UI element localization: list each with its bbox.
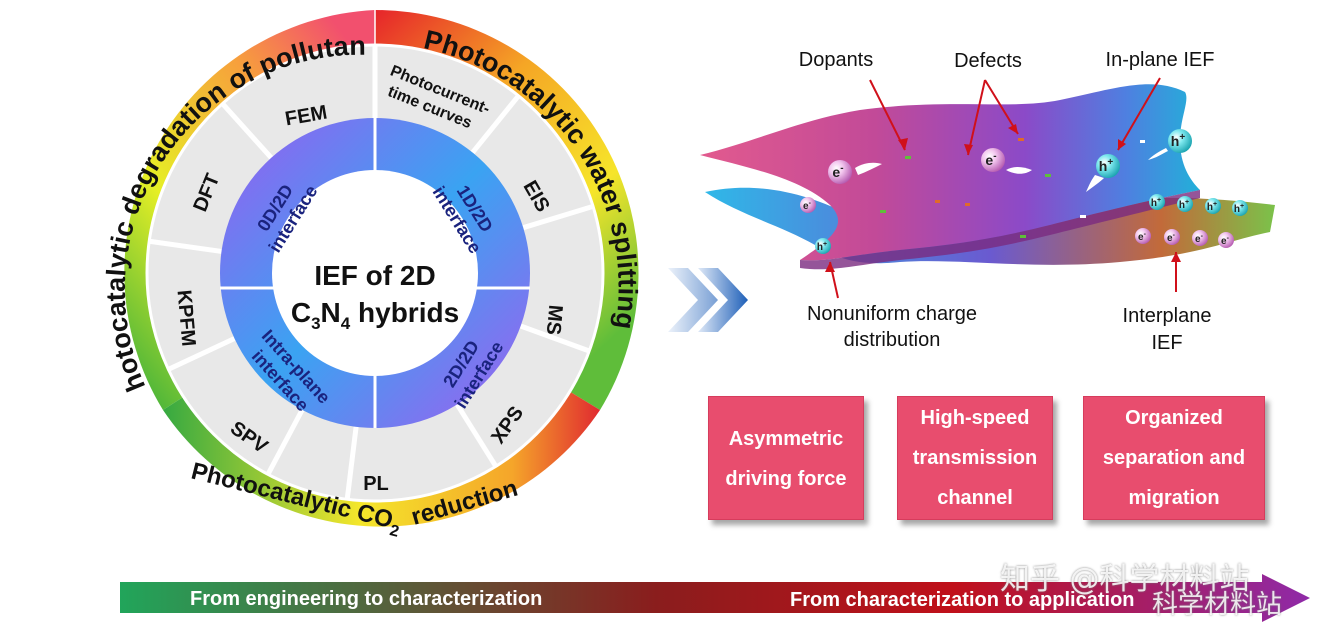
center-title-sub4: 4 xyxy=(341,314,351,333)
characterization-divider xyxy=(455,403,498,468)
electron-ball xyxy=(1164,229,1180,245)
electron-label: e- xyxy=(985,151,996,168)
electron-ball xyxy=(800,197,816,213)
characterization-divider xyxy=(265,408,305,476)
electron-label: e- xyxy=(1221,235,1230,247)
hole-ball xyxy=(815,238,831,254)
2d-sheet-illustration: e- e- h+ h+ e- h+ h+ h+ h+ h+ e-e-e-e- xyxy=(700,49,1275,354)
characterization-divider xyxy=(167,336,236,372)
hole-ball xyxy=(1168,129,1192,153)
electron-label: e- xyxy=(1138,231,1147,243)
arrow-label-right: From characterization to application xyxy=(790,589,1135,611)
box-high-speed-channel: High-speed transmission channel xyxy=(897,396,1053,520)
label-interplane-2: IEF xyxy=(1151,332,1182,354)
hole-label: h+ xyxy=(1207,201,1217,213)
hole-label: h+ xyxy=(1179,199,1189,211)
electron-label: e- xyxy=(1167,232,1176,244)
electron-ball xyxy=(828,160,852,184)
electron-label: e- xyxy=(832,163,843,180)
box-line: transmission xyxy=(912,447,1038,469)
char-label-ms: MS xyxy=(542,304,567,336)
hole-label: h+ xyxy=(1234,203,1244,215)
characterization-divider xyxy=(344,426,359,500)
char-label-kpfm: KPFM xyxy=(173,289,200,347)
center-title-line1: IEF of 2D xyxy=(314,260,435,291)
char-label-pl: PL xyxy=(363,473,389,495)
upper-sheet xyxy=(700,84,1200,261)
progress-arrow-bar: From engineering to characterization Fro… xyxy=(120,574,1310,622)
pointer-arrows xyxy=(829,77,1177,299)
box-line: separation and xyxy=(1102,447,1246,469)
wheel: Photocatalytic degradation of pollutants… xyxy=(0,0,643,541)
center-title-n: N xyxy=(321,297,341,328)
electron-label: e- xyxy=(803,200,812,212)
electron-ball xyxy=(1218,232,1234,248)
motion-tail-icon xyxy=(1148,148,1168,160)
dopant-marks xyxy=(880,138,1145,238)
characterization-dividers xyxy=(148,45,594,500)
double-chevron-icon xyxy=(668,268,748,332)
box-line: Asymmetric xyxy=(728,428,844,450)
center-title-sub3: 3 xyxy=(311,314,320,333)
hole-label: h+ xyxy=(1099,157,1114,174)
label-defects: Defects xyxy=(954,50,1022,72)
outer-label-co2-sub: 2 xyxy=(388,522,401,541)
box-line: driving force xyxy=(725,468,847,490)
hole-ball xyxy=(1232,200,1248,216)
motion-tail-icon xyxy=(855,162,882,175)
characterization-divider xyxy=(522,203,594,231)
center-title-line2: C3N4 hybrids xyxy=(291,297,459,333)
label-inplane-ief: In-plane IEF xyxy=(1106,49,1215,71)
pointer-arrowheads xyxy=(825,124,1181,272)
arrow-label-left: From engineering to characterization xyxy=(190,588,542,610)
hole-label: h+ xyxy=(1171,132,1186,149)
hole-label: h+ xyxy=(1151,197,1161,209)
hole-ball xyxy=(1177,196,1193,212)
interplane-charge-row: h+ h+ h+ h+ e-e-e-e- xyxy=(1135,194,1248,248)
center-title-rest: hybrids xyxy=(350,297,459,328)
characterization-divider xyxy=(220,101,274,160)
hole-ball xyxy=(1149,194,1165,210)
electron-ball xyxy=(1192,230,1208,246)
center-title-c: C xyxy=(291,297,311,328)
hole-label: h+ xyxy=(817,241,827,253)
electron-ball xyxy=(1135,228,1151,244)
characterization-divider xyxy=(470,94,521,155)
electron-label: e- xyxy=(1195,233,1204,245)
label-dopants: Dopants xyxy=(799,49,874,71)
motion-tail-icon xyxy=(1086,175,1104,192)
characterization-divider xyxy=(519,323,591,354)
label-interplane-1: Interplane xyxy=(1123,305,1212,327)
box-line: migration xyxy=(1128,487,1220,509)
motion-tail-icon xyxy=(1006,167,1032,174)
electron-ball xyxy=(981,148,1005,172)
box-line: channel xyxy=(937,487,1013,509)
box-asymmetric-driving-force: Asymmetric driving force xyxy=(708,396,864,520)
watermark-weibo: 科学材料站 xyxy=(1152,590,1283,620)
hole-ball xyxy=(1205,198,1221,214)
center-disc xyxy=(272,170,478,376)
characterization-divider xyxy=(148,238,222,254)
watermark-zhihu: 知乎 @科学材料站 xyxy=(1000,562,1250,597)
box-organized-separation: Organized separation and migration xyxy=(1083,396,1265,520)
label-nonuniform-2: distribution xyxy=(844,329,941,351)
hole-ball xyxy=(1096,154,1120,178)
box-line: High-speed xyxy=(920,407,1030,429)
box-line: Organized xyxy=(1125,407,1223,429)
upper-sheet-edge xyxy=(800,190,1200,270)
label-nonuniform-1: Nonuniform charge xyxy=(807,303,977,325)
